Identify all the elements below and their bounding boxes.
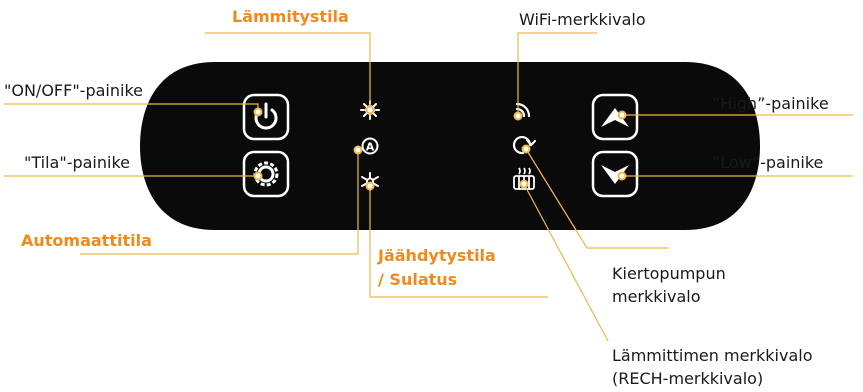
svg-text:A: A [366, 141, 375, 154]
leader-lines [4, 32, 853, 342]
leader-wifi [517, 32, 597, 116]
down-arrow-icon [601, 165, 629, 184]
label-automatic-mode: Automaattitila [21, 231, 152, 250]
leader-heater [523, 183, 609, 342]
label-pump-light-line1: Kiertopumpun [612, 264, 726, 283]
label-high-button: ”High”-painike [712, 94, 829, 113]
anchor-dots [253, 105, 627, 191]
leader-auto [80, 150, 359, 255]
label-pump-light-line2: merkkivalo [612, 287, 701, 306]
leader-cooling [369, 186, 548, 298]
auto-mode-icon: A [361, 137, 379, 155]
up-arrow-icon [601, 108, 629, 127]
high-button[interactable] [591, 93, 639, 141]
circulation-pump-icon [512, 136, 537, 155]
label-heater-light-line2: (RECH-merkkivalo) [612, 369, 764, 388]
control-panel [140, 62, 760, 230]
label-heating-mode: Lämmitystila [232, 7, 349, 26]
leader-pump [525, 148, 669, 249]
label-on-off-button: "ON/OFF"-painike [4, 81, 143, 100]
on-off-button[interactable] [242, 93, 290, 141]
low-button[interactable] [591, 150, 639, 198]
mode-button[interactable] [242, 150, 290, 198]
label-heater-light-line1: Lämmittimen merkkivalo [612, 346, 813, 365]
label-wifi-light: WiFi-merkkivalo [519, 10, 646, 29]
label-low-button: ”Low”-painike [712, 153, 824, 172]
label-cooling-mode-line2: / Sulatus [378, 270, 458, 289]
label-mode-button: "Tila"-painike [24, 153, 130, 172]
label-cooling-mode-line1: Jäähdytystila [378, 246, 496, 265]
leader-heating [205, 32, 371, 110]
